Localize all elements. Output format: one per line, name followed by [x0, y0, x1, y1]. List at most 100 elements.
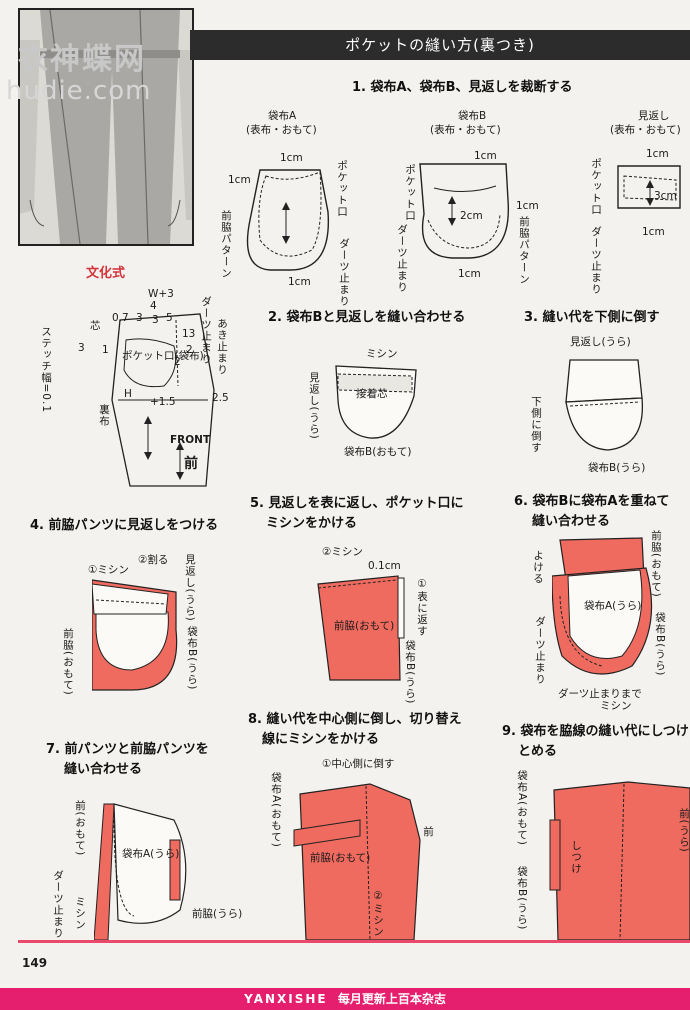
s8-front: 前 — [422, 826, 434, 838]
s7-dart: ダーツ止まり — [52, 870, 64, 939]
bunka-n1: 1 — [102, 344, 109, 356]
s1-cm-a2: 1cm — [228, 174, 251, 186]
bunka-dart: ダーツ止まり — [200, 296, 212, 365]
s9-baste: しつけ — [570, 840, 582, 875]
step-5-diagram — [317, 575, 405, 681]
s1-cm-b1: 1cm — [474, 150, 497, 162]
s5-turn: ①表に返す — [416, 578, 428, 637]
s6-sew: ミシン — [600, 700, 632, 712]
s7-bagA: 袋布A(うら) — [122, 848, 180, 860]
s1-c-sub: (表布・おもて) — [610, 124, 681, 136]
footer-brand: YANXISHE — [244, 992, 328, 1006]
s6-bagB: 袋布B(うら) — [654, 612, 666, 677]
s2-bag: 袋布B(おもて) — [344, 446, 412, 458]
step-8-title2: 線にミシンをかける — [262, 732, 380, 747]
s1-cm-c1: 1cm — [646, 148, 669, 160]
s6-side: 前脇(おもて) — [650, 530, 662, 598]
s1-cm-c3: 1cm — [642, 226, 665, 238]
step-4-title: 4. 前脇パンツに見返しをつける — [30, 518, 219, 533]
s1-cm-c2: 3cm — [654, 190, 677, 202]
s4-split: ②割る — [138, 554, 169, 566]
s6-pull: よける — [532, 550, 544, 585]
bunka-n15: +1.5 — [150, 396, 176, 408]
step-9-title: 9. 袋布を脇線の縫い代にしつけ — [502, 724, 689, 739]
s1-dart-c: ダーツ止まり — [590, 226, 602, 295]
s8-side: 前脇(おもて) — [310, 852, 371, 864]
bunka-core: 芯 — [90, 320, 101, 332]
s3-facing: 見返し(うら) — [570, 336, 631, 348]
s5-side: 前脇(おもて) — [334, 620, 395, 632]
s5-sew: ②ミシン — [322, 546, 363, 558]
bunka-open: あき止まり — [216, 318, 228, 376]
s7-front: 前(おもて) — [74, 800, 86, 857]
step-4-diagram — [92, 579, 178, 691]
step-8-title: 8. 縫い代を中心側に倒し、切り替え — [248, 712, 462, 727]
s6-dart: ダーツ止まり — [534, 616, 546, 685]
bunka-front: FRONT — [170, 434, 211, 446]
bunka-n3c: 3 — [78, 342, 85, 354]
step-3-title: 3. 縫い代を下側に倒す — [524, 310, 660, 325]
page-title: ポケットの縫い方(裏つき) — [190, 30, 690, 60]
s1-b-sub: (表布・おもて) — [430, 124, 501, 136]
bunka-w3: W+3 — [148, 288, 174, 300]
step-6-title2: 縫い合わせる — [532, 514, 611, 529]
pants-photo — [18, 8, 194, 246]
bunka-n3b: 3 — [152, 314, 159, 326]
s1-cm-b4: 1cm — [458, 268, 481, 280]
s8-sew: ②ミシン — [372, 890, 384, 938]
s3-down: 下側に倒す — [530, 396, 542, 454]
s4-side: 前脇(おもて) — [62, 628, 74, 696]
s4-facing: 見返し(うら) — [184, 554, 196, 622]
bunka-n3a: 3 — [136, 312, 143, 324]
footer-text: 每月更新上百本杂志 — [337, 992, 446, 1006]
step-9-diagram — [549, 781, 690, 940]
s9-bagB: 袋布B(うら) — [516, 866, 528, 931]
s1-dart-a: ダーツ止まり — [338, 238, 350, 307]
bunka-h: H — [124, 388, 132, 400]
footer-banner: YANXISHE 每月更新上百本杂志 — [0, 988, 690, 1010]
step-7-title: 7. 前パンツと前脇パンツを — [46, 742, 209, 757]
bunka-lining: 裏布 — [98, 404, 110, 427]
s3-bag: 袋布B(うら) — [588, 462, 646, 474]
s1-pocket-b: ポケット口 — [404, 164, 416, 222]
s1-side-b: 前脇パターン — [518, 216, 530, 285]
s2-facing: 見返し(うら) — [308, 372, 320, 440]
s2-interfacing: 接着芯 — [356, 388, 388, 400]
s7-sew: ミシン — [74, 896, 86, 931]
s5-cm: 0.1cm — [368, 560, 401, 572]
bunka-stitch: ステッチ幅=0.1 — [40, 326, 52, 413]
s1-c-title: 見返し — [638, 110, 670, 122]
s8-bagA: 袋布A(おもて) — [270, 772, 282, 848]
step-1-diagram — [246, 163, 681, 271]
s6-bagA: 袋布A(うら) — [584, 600, 642, 612]
step-8-diagram — [293, 783, 421, 940]
watermark-logo: 衣神蝶网 — [18, 42, 146, 77]
step-5-title2: ミシンをかける — [266, 516, 358, 531]
bunka-n25: 2.5 — [212, 392, 229, 404]
page-number: 149 — [22, 956, 48, 970]
bunka-n4: 4 — [150, 300, 157, 312]
s1-dart-b: ダーツ止まり — [396, 224, 408, 293]
step-2-diagram — [335, 365, 417, 439]
footer-rule — [18, 940, 690, 943]
bunka-pattern — [111, 313, 215, 487]
s1-cm-a1: 1cm — [280, 152, 303, 164]
bunka-n2a: 2 — [186, 344, 193, 356]
watermark-url: hudie.com — [6, 76, 152, 106]
s1-cm-a3: 1cm — [288, 276, 311, 288]
step-2-title: 2. 袋布Bと見返しを縫い合わせる — [268, 310, 466, 325]
step-5-title: 5. 見返しを表に返し、ポケット口に — [250, 496, 464, 511]
s8-center: ①中心側に倒す — [322, 758, 395, 770]
bunka-n5: 5 — [166, 312, 173, 324]
s7-side: 前脇(うら) — [192, 908, 243, 920]
step-9-title2: とめる — [518, 744, 558, 759]
s4-bag: 袋布B(うら) — [186, 626, 198, 691]
step-3-diagram — [565, 359, 644, 451]
s4-sew: ①ミシン — [88, 564, 129, 576]
bunka-mae: 前 — [184, 456, 198, 472]
bunka-n07: 0.7 — [112, 312, 129, 324]
s1-side-a: 前脇パターン — [220, 210, 232, 279]
s1-pocket-a: ポケット口 — [336, 160, 348, 218]
s5-bag: 袋布B(うら) — [404, 640, 416, 705]
s6-dart2: ダーツ止まりまで — [558, 688, 642, 700]
